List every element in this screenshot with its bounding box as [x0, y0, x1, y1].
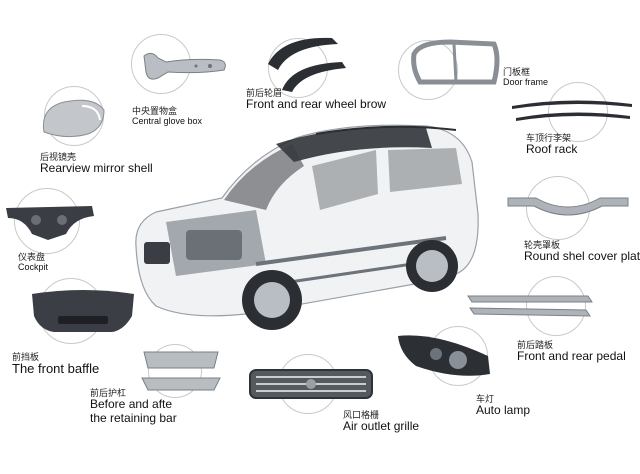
retaining-bar-en-line1: Before and afte — [90, 397, 173, 412]
wheel-brow-en: Front and rear wheel brow — [246, 97, 387, 112]
shell-cover-cn: 轮壳罩板 — [524, 240, 561, 250]
pedal-circle — [526, 276, 586, 336]
roof-rack-image — [512, 100, 632, 121]
grille-en: Air outlet grille — [343, 419, 420, 434]
retaining-bar-cn: 前后护杠 — [90, 388, 127, 398]
roof-rack-circle — [548, 82, 608, 142]
rearview-mirror-en: Rearview mirror shell — [40, 161, 153, 176]
auto-lamp-image — [398, 335, 490, 376]
door-frame-en: Door frame — [503, 77, 549, 88]
roof-rack-label: 车顶行李架 Roof rack — [526, 133, 577, 157]
cockpit-label: 仪表盘 Cockpit — [18, 252, 48, 273]
retaining-bar-label: 前后护杠 Before and afte the retaining bar — [90, 388, 177, 426]
front-baffle-en: The front baffle — [12, 361, 100, 377]
retaining-bar-circle — [148, 344, 202, 398]
auto-lamp-label: 车灯 Auto lamp — [476, 394, 530, 418]
shell-cover-image — [507, 197, 629, 216]
pedal-label: 前后踏板 Front and rear pedal — [517, 340, 626, 364]
door-frame-image — [411, 39, 500, 85]
front-baffle-cn: 前挡板 — [12, 352, 40, 362]
door-frame-label: 门板框 Door frame — [503, 67, 548, 88]
central-glove-box-en: Central glove box — [132, 116, 203, 127]
central-glove-box-cn: 中央置物盒 — [132, 106, 178, 116]
front-baffle-label: 前挡板 The front baffle — [12, 352, 99, 377]
door-frame-circle — [398, 40, 458, 100]
shell-cover-label: 轮壳罩板 Round shel cover plate — [524, 240, 640, 264]
central-glove-box-label: 中央置物盒 Central glove box — [132, 106, 202, 127]
cockpit-circle — [14, 188, 80, 254]
grille-cn: 风口格栅 — [343, 410, 380, 420]
wheel-brow-image — [268, 37, 346, 92]
pedal-cn: 前后踏板 — [517, 340, 554, 350]
suv-cutaway-image — [135, 124, 479, 330]
pedal-en: Front and rear pedal — [517, 349, 626, 364]
wheel-brow-cn: 前后轮眉 — [246, 88, 283, 98]
front-baffle-image — [32, 290, 134, 332]
rearview-mirror-label: 后视镜壳 Rearview mirror shell — [40, 152, 153, 176]
retaining-bar-en-line2: the retaining bar — [90, 411, 177, 426]
pedal-image — [467, 295, 593, 317]
roof-rack-en: Roof rack — [526, 142, 578, 157]
cockpit-en: Cockpit — [18, 262, 49, 273]
rearview-mirror-image — [42, 99, 105, 138]
grille-image — [249, 369, 373, 399]
wheel-brow-label: 前后轮眉 Front and rear wheel brow — [246, 88, 386, 112]
cockpit-cn: 仪表盘 — [18, 252, 46, 262]
shell-cover-en: Round shel cover plate — [524, 249, 640, 264]
auto-lamp-en: Auto lamp — [476, 403, 531, 418]
door-frame-cn: 门板框 — [503, 67, 531, 77]
roof-rack-cn: 车顶行李架 — [526, 133, 572, 143]
retaining-bar-image — [141, 351, 221, 391]
rearview-mirror-cn: 后视镜壳 — [40, 152, 77, 162]
central-glove-box-image — [143, 52, 226, 80]
grille-label: 风口格栅 Air outlet grille — [343, 410, 419, 434]
auto-lamp-cn: 车灯 — [476, 394, 495, 404]
cockpit-image — [6, 206, 94, 240]
